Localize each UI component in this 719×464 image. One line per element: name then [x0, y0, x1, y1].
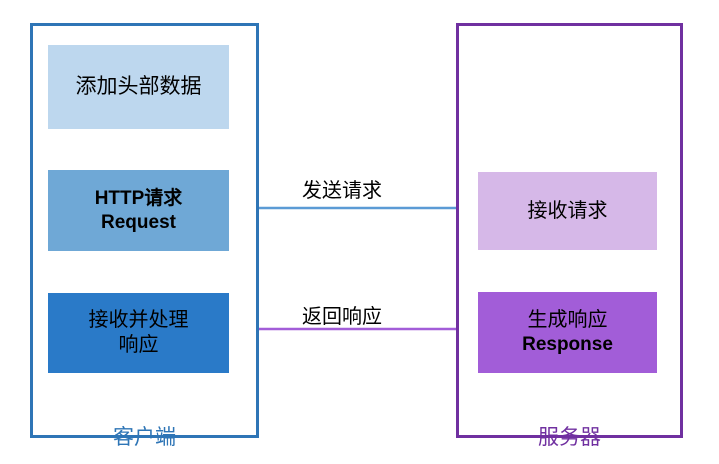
- box-receive-process-response-text: 接收并处理 响应: [89, 308, 189, 358]
- arrow-send-request: [229, 202, 479, 214]
- box-generate-response-text: 生成响应 Response: [522, 308, 613, 357]
- box-http-request-line2: Request: [101, 211, 176, 233]
- server-panel-caption: 服务器: [538, 426, 601, 449]
- box-http-request[interactable]: HTTP请求 Request: [48, 170, 229, 251]
- box-generate-response[interactable]: 生成响应 Response: [478, 292, 657, 373]
- client-panel-caption: 客户端: [113, 426, 176, 449]
- box-receive-process-response-line1: 接收并处理: [88, 309, 189, 331]
- box-http-request-line1: HTTP请求: [94, 187, 183, 209]
- box-receive-request-text: 接收请求: [528, 199, 608, 224]
- box-add-header-data-line1: 添加头部数据: [75, 74, 202, 98]
- box-add-header-data-text: 添加头部数据: [76, 74, 202, 100]
- box-generate-response-line1: 生成响应: [527, 309, 608, 332]
- arrow-label-return-response: 返回响应: [302, 306, 382, 328]
- box-add-header-data[interactable]: 添加头部数据: [48, 45, 229, 129]
- box-receive-request[interactable]: 接收请求: [478, 172, 657, 250]
- box-http-request-text: HTTP请求 Request: [95, 187, 183, 235]
- box-receive-request-line1: 接收请求: [527, 199, 608, 222]
- box-receive-process-response-line2: 响应: [118, 334, 159, 356]
- arrow-label-send-request: 发送请求: [302, 180, 382, 202]
- box-generate-response-line2: Response: [522, 334, 613, 356]
- box-receive-process-response[interactable]: 接收并处理 响应: [48, 293, 229, 373]
